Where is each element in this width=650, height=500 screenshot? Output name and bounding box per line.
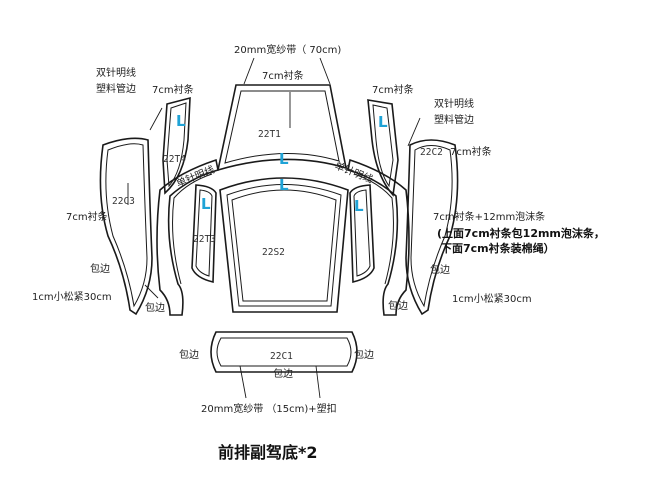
label-left-bottom-edge: 包边 [145, 301, 165, 314]
diagram-title: 前排副驾底*2 [218, 443, 318, 462]
label-front-right-edge: 包边 [354, 348, 374, 361]
piece-right-side [405, 139, 459, 316]
label-right-bottom-edge: 包边 [388, 299, 408, 312]
piece-left-small [191, 184, 217, 284]
label-left-strip: 7cm衬条 [152, 83, 194, 96]
label-left-elastic: 1cm小松紧30cm [32, 290, 112, 303]
label-right-side-strip-top: 7cm衬条 [450, 145, 492, 158]
code-seat: 22S2 [262, 247, 285, 258]
code-front: 22C1 [270, 351, 293, 362]
mark-l-left-bolster: L [176, 112, 186, 130]
label-front-left-edge: 包边 [179, 348, 199, 361]
label-right-tube: 塑料管边 [434, 113, 474, 126]
code-right-side: 22C2 [420, 147, 443, 158]
label-left-stitch: 双针明线 [96, 66, 136, 79]
label-top-strip: 7cm衬条 [262, 69, 304, 82]
label-front-mid-edge: 包边 [273, 367, 293, 380]
label-right-note-1: (上面7cm衬条包12mm泡沫条， [437, 226, 605, 240]
mark-l-top-panel: L [279, 150, 289, 168]
code-left-small: 22T3 [193, 234, 216, 245]
piece-right-small [349, 184, 375, 284]
label-right-elastic: 1cm小松紧30cm [452, 292, 532, 305]
label-right-single-stitch: 单针明线 [333, 159, 375, 186]
piece-top-panel [216, 57, 348, 172]
label-right-edge: 包边 [430, 263, 450, 276]
piece-front [210, 331, 358, 399]
label-top-band: 20mm宽纱带（ 70cm) [234, 43, 341, 56]
label-left-side-strip: 7cm衬条 [66, 210, 108, 223]
label-left-edge: 包边 [90, 262, 110, 275]
label-right-note-2: 下面7cm衬条装棉绳） [441, 241, 555, 255]
code-left-side: 22C3 [112, 196, 135, 207]
label-right-side-strip: 7cm衬条+12mm泡沫条 [433, 210, 545, 223]
piece-right-outer-band [347, 158, 410, 316]
piece-seat [219, 177, 349, 313]
mark-l-right-bolster: L [378, 113, 388, 131]
label-bottom-band: 20mm宽纱带 （15cm)+塑扣 [201, 402, 337, 415]
mark-l-right-small: L [354, 197, 364, 215]
piece-left-side [99, 137, 159, 316]
label-left-tube: 塑料管边 [96, 82, 136, 95]
label-right-stitch: 双针明线 [434, 97, 474, 110]
label-right-strip-top: 7cm衬条 [372, 83, 414, 96]
piece-left-outer-band [156, 158, 219, 316]
mark-l-seat: L [279, 176, 289, 194]
piece-left-bolster [149, 96, 191, 195]
code-top-panel: 22T1 [258, 129, 281, 140]
mark-l-left-small: L [201, 195, 211, 213]
code-left-bolster: 22T4 [163, 154, 186, 165]
